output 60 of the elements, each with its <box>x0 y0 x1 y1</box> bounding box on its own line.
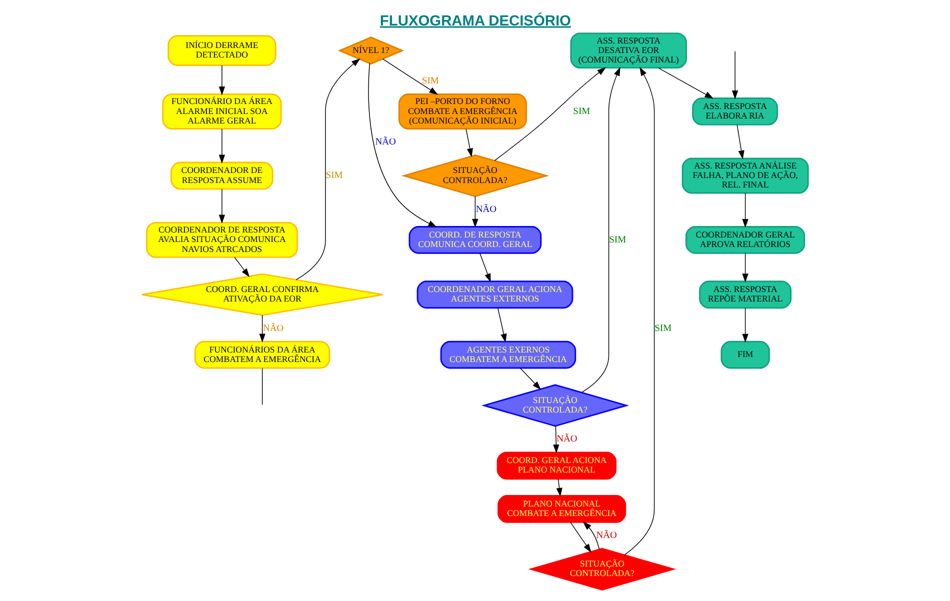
node-box: INÍCIO DERRAME DETECTADO <box>168 35 276 66</box>
edge-label: NÃO <box>556 434 578 445</box>
diagram-title: FLUXOGRAMA DECISÓRIO <box>380 13 571 30</box>
edge-label: NÃO <box>263 322 284 334</box>
arrow <box>736 124 744 160</box>
arrow <box>472 196 478 228</box>
edge-label: SIM <box>573 106 590 117</box>
arrow <box>218 128 226 164</box>
node-box: ASS. RESPOSTA DESATIVA EOR (COMUNICAÇÃO FINAL) <box>570 32 687 69</box>
arrow <box>368 62 438 228</box>
edge-label: SIM <box>422 76 439 87</box>
node-box: COORDENADOR DE RESPOSTA AVALIA SITUAÇÃO COMUNICA NAVIOS ATRCADOS <box>146 222 298 258</box>
edge-label: NÃO <box>375 136 396 148</box>
arrow <box>259 314 266 343</box>
arrow <box>218 65 226 96</box>
node-diamond: SITUAÇÃO CONTROLADA? <box>481 384 630 427</box>
node-diamond: COORD. GERAL CONFIRMA ATIVAÇÃO DA EOR <box>141 273 384 316</box>
node-box: PLANO NACIONAL COMBATE A EMERGÊNCIA <box>498 495 626 523</box>
node-box: COORDENADOR GERAL APROVA RELATÓRIOS <box>685 226 806 254</box>
arrow <box>480 252 491 282</box>
node-diamond: NÍVEL 1? <box>338 36 404 65</box>
connector <box>262 368 263 406</box>
arrow <box>382 58 438 95</box>
arrow <box>742 192 748 228</box>
node-box: COORDENADOR DE RESPOSTA ASSUME <box>170 162 274 190</box>
node-box: FUNCIONÁRIOS DA ÁREA COMBATEM A EMERGÊNCIA <box>194 340 330 369</box>
arrow <box>581 66 620 393</box>
arrow <box>624 66 655 556</box>
arrow <box>296 58 360 280</box>
node-box: COORD. GERAL ACIONA PLANO NACIONAL <box>496 452 616 480</box>
node-box: ASS. RESPOSTA REPÕE MATERIAL <box>699 280 792 309</box>
node-box: FUNCIONÁRIO DA ÁREA ALARME INICIAL SOA ALARME GERAL <box>162 94 282 130</box>
node-box: ASS. RESPOSTA ANÁLISE FALHA, PLANO DE AÇÃO, REL. FINAL <box>682 158 809 194</box>
arrow <box>553 426 560 454</box>
node-diamond: SITUAÇÃO CONTROLADA? <box>528 548 676 590</box>
node-diamond: SITUAÇÃO CONTROLADA? <box>401 154 550 198</box>
arrow <box>582 522 600 550</box>
arrow <box>732 50 738 100</box>
arrow <box>742 308 748 343</box>
edge-label: SIM <box>654 322 672 334</box>
edge-label: NÃO <box>596 530 617 541</box>
node-box: AGENTES EXERNOS COMBATEM A EMERGÊNCIA <box>440 340 576 369</box>
arrow <box>218 188 226 224</box>
arrow <box>494 67 606 161</box>
node-box: COORDENADOR GERAL ACIONA AGENTES EXTERNOS <box>416 280 574 309</box>
node-box: COORD. DE RESPOSTA COMUNICA COORD. GERAL <box>408 226 542 254</box>
node-box: ASS. RESPOSTA ELABORA RIA <box>692 98 778 126</box>
edge-label: SIM <box>326 170 343 182</box>
arrow <box>570 522 592 553</box>
node-box: PEI –PORTO DO FORNO COMBATE A EMERGÊNCIA (COMUNICAÇÃO INICIAL) <box>398 94 527 130</box>
arrow <box>498 308 507 343</box>
edge-label: NÃO <box>476 204 497 215</box>
node-box: FIM <box>720 340 770 369</box>
edge-label: SIM <box>609 234 626 246</box>
arrow <box>234 256 250 278</box>
arrow <box>466 128 473 158</box>
arrow <box>658 68 714 99</box>
arrow <box>556 478 562 497</box>
arrow <box>520 368 542 390</box>
arrow <box>742 252 748 282</box>
